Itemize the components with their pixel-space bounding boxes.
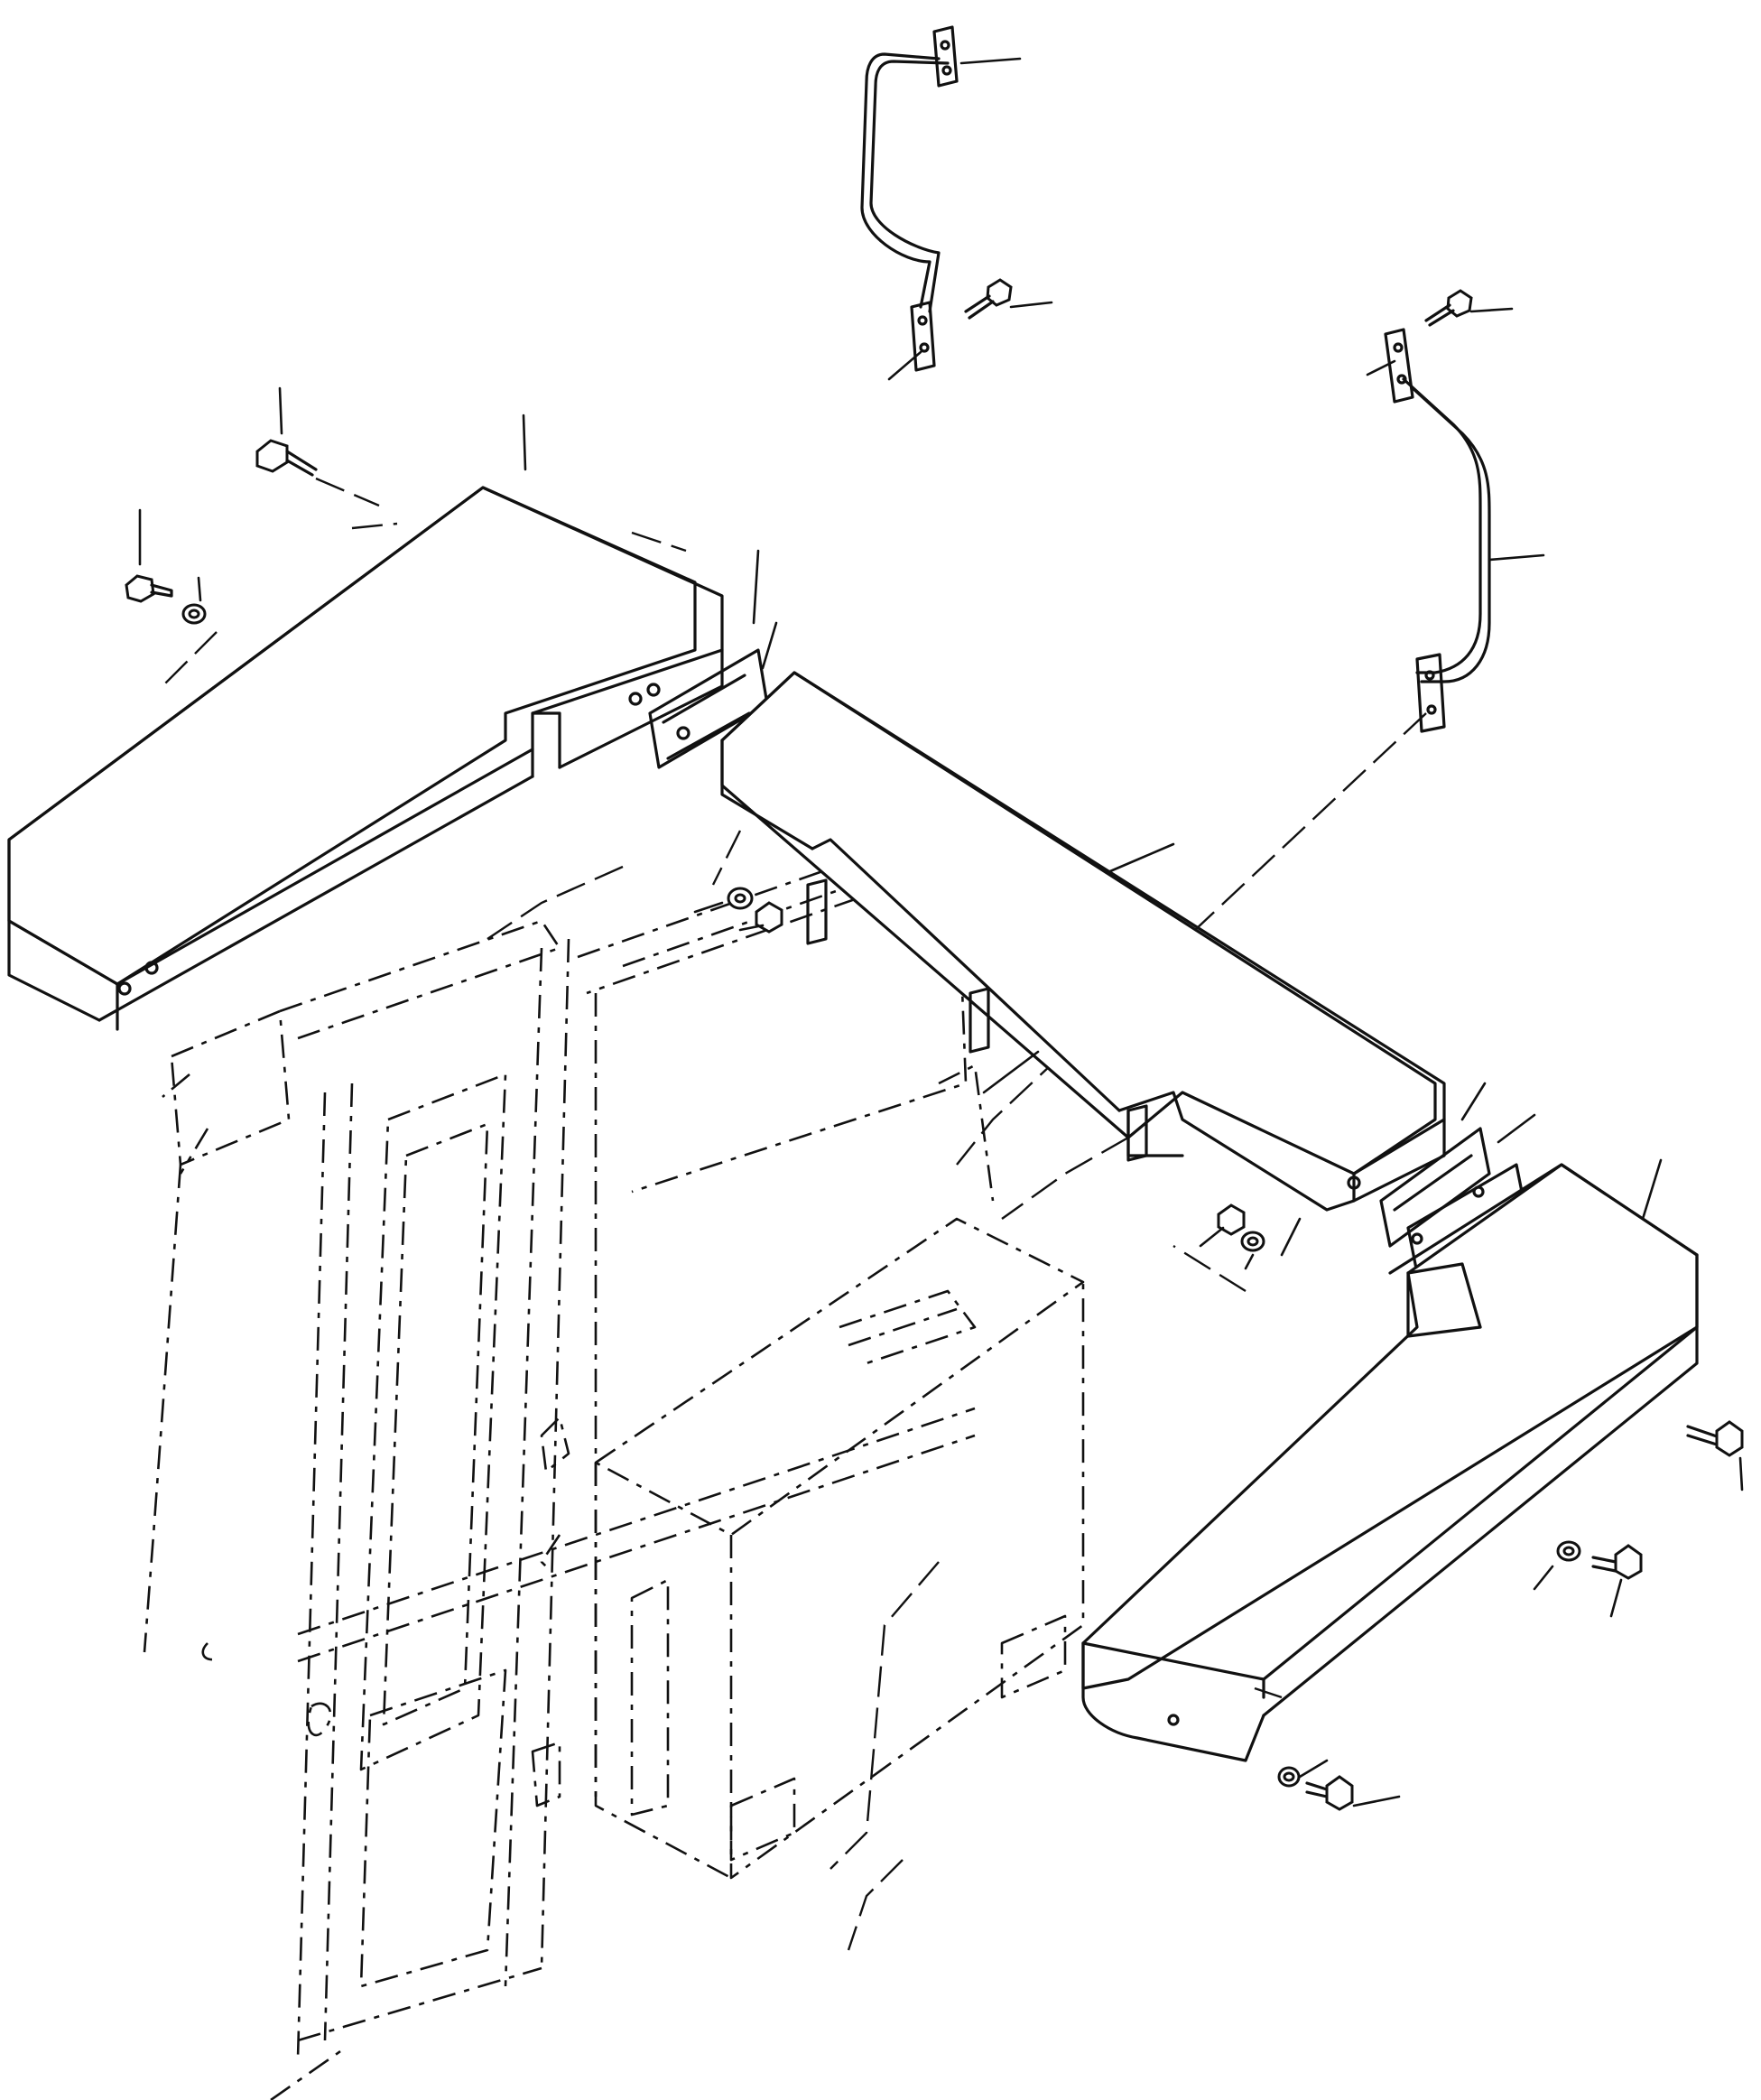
battery-box-phantom <box>594 1217 1085 1880</box>
bolt-handrail-left <box>964 278 1013 320</box>
assembly-lines <box>162 477 1427 1951</box>
callout-leaders <box>138 57 1744 1807</box>
left-step-grating <box>7 486 724 1031</box>
cab-structure-phantom <box>143 829 995 2100</box>
bolt-hex <box>255 439 318 477</box>
washer-bolt-bottom <box>1277 1766 1354 1811</box>
bolt-washer-left <box>125 574 207 625</box>
right-handrail <box>1384 328 1491 733</box>
nut-washer-right-joint <box>1217 1203 1265 1252</box>
bolt-handrail-right <box>1424 289 1473 327</box>
right-step-grating <box>1081 1163 1699 1762</box>
washer-bolt-lower-right <box>1556 1540 1643 1580</box>
fasteners <box>125 278 1744 1811</box>
center-step-grating <box>720 671 1446 1212</box>
left-handrail <box>860 25 959 372</box>
bolt-right <box>1686 1420 1744 1457</box>
